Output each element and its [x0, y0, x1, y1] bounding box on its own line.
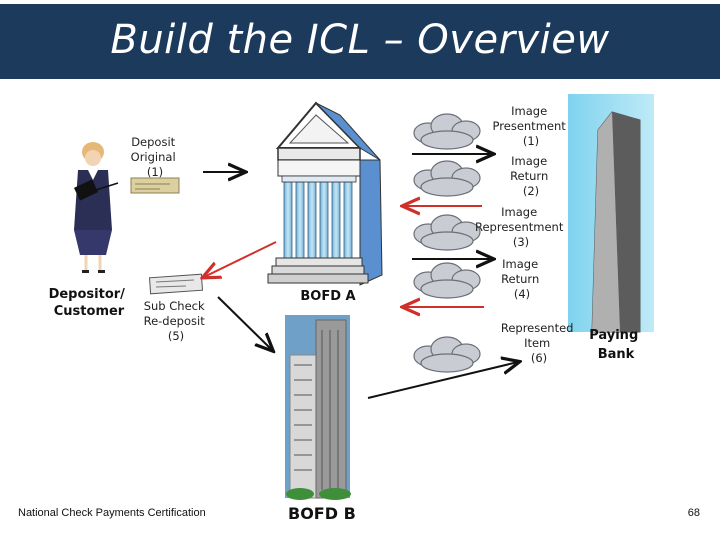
cloud-1: [413, 113, 481, 150]
icl-flow-diagram: Deposit Original (1) Depositor/ Customer…: [49, 94, 654, 500]
flow-label-1: Image Presentment (1): [493, 104, 570, 148]
cloud-5: [413, 336, 481, 373]
bofd-b-label: BOFD B: [288, 504, 356, 523]
sub-check-label: Sub Check Re-deposit (5): [144, 299, 209, 343]
sub-check-image: [148, 273, 204, 295]
arrow-bofd-a-to-subcheck: [204, 241, 277, 277]
cloud-2: [413, 160, 481, 197]
flow-label-6: Represented Item (6): [501, 321, 577, 365]
flow-label-2: Image Return (2): [510, 154, 552, 198]
page-title: Build the ICL – Overview: [110, 17, 610, 63]
page-number: 68: [687, 507, 700, 519]
paying-bank-label: Paying Bank: [589, 328, 643, 362]
cloud-4: [413, 262, 481, 299]
check-image: [130, 177, 180, 194]
arrow-subcheck-to-bofd-b: [217, 296, 272, 350]
cloud-3: [413, 214, 481, 251]
footer-text: National Check Payments Certification: [18, 507, 206, 519]
paying-bank-building: [568, 94, 654, 333]
depositor-customer-label: Depositor/ Customer: [49, 287, 130, 319]
deposit-original-label: Deposit Original (1): [131, 135, 180, 179]
arrow-represented-item: [367, 362, 518, 399]
clouds: [413, 113, 481, 373]
bofd-b-building: [285, 315, 351, 500]
flow-label-4: Image Return (4): [501, 257, 543, 301]
bofd-a-building: [267, 101, 383, 286]
bofd-a-label: BOFD A: [300, 289, 355, 304]
flow-label-3: Image Representment (3): [475, 205, 567, 249]
depositor-figure: [73, 142, 119, 273]
flow-arrows: [203, 154, 518, 399]
title-bar: [0, 4, 720, 79]
